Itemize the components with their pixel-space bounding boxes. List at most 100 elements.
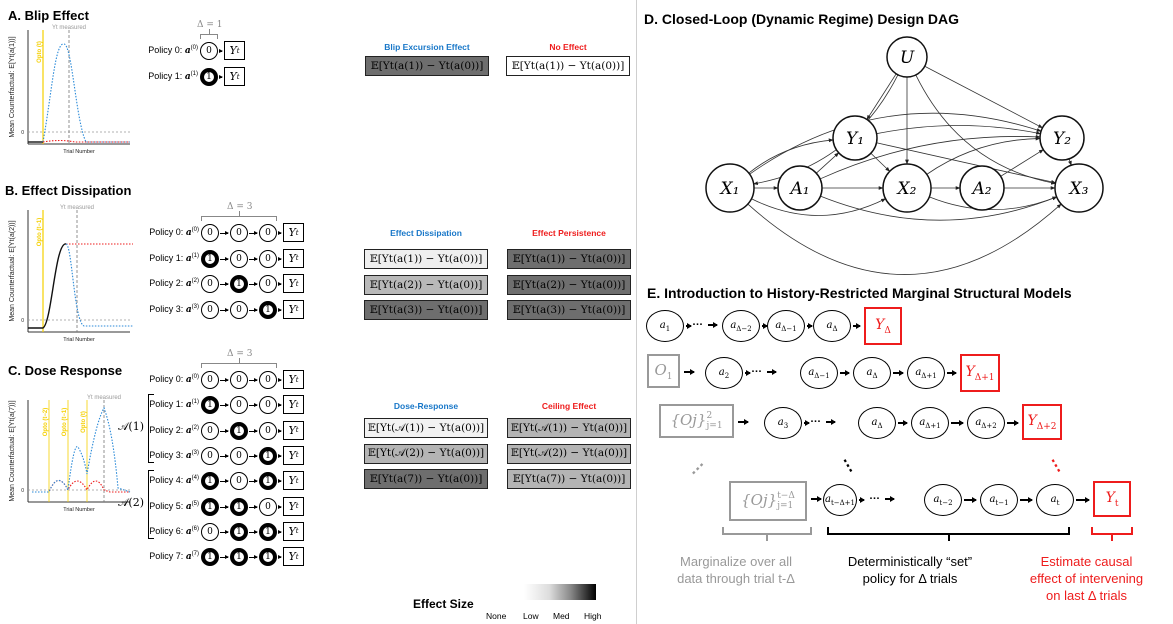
policy-label: Policy 0: a(0) (149, 227, 199, 238)
edge-Y1-X2 (870, 152, 891, 172)
arrow (278, 504, 282, 509)
arrow (249, 231, 258, 235)
policy-name: Policy 3: (149, 303, 186, 314)
effect-heading-c: Ceiling Effect (541, 401, 597, 411)
outcome-subscript: t (295, 476, 299, 485)
edge-A1-Y2 (819, 134, 1041, 180)
policy-symbol: a (185, 279, 192, 289)
policy-superscript: (2) (191, 278, 199, 284)
arrow (220, 231, 229, 235)
outcome-subscript: t (295, 228, 299, 237)
arrow (964, 497, 977, 502)
legend-tick-low: Low (523, 611, 539, 621)
arrow (249, 479, 258, 484)
math-label: a1 (659, 319, 671, 333)
delta-label-a: Δ = 1 (197, 20, 223, 30)
edge-A2-Y2 (1000, 149, 1044, 177)
treatment-node: 0 (259, 275, 277, 293)
math-label: YΔ+2 (1027, 412, 1057, 432)
arrow (278, 231, 282, 235)
treatment-node: 0 (259, 421, 277, 440)
caption-line: data through trial t-Δ (677, 571, 795, 586)
treatment-node: 0 (259, 396, 277, 415)
arrow (220, 307, 229, 312)
zero-tick: 0 (21, 318, 24, 324)
action-node: at−Δ+1 (823, 484, 857, 516)
vertical-ellipsis-left: ⋮ (685, 457, 708, 480)
arrow (807, 323, 813, 328)
red-curve (42, 139, 130, 143)
opto-label: Opto (t−2) (43, 408, 49, 437)
arrow (278, 529, 282, 534)
arrow (249, 428, 258, 433)
treatment-node: 1 (230, 522, 248, 541)
arrow (278, 282, 282, 286)
arrow (249, 529, 258, 534)
arrow (278, 453, 282, 458)
edge-X1-X3 (747, 203, 1062, 275)
edge-A1-X3 (820, 195, 1058, 221)
outcome-subscript: t (295, 451, 299, 460)
caption-line: effect of intervening (1029, 571, 1144, 586)
edge-Y2-X3 (1068, 158, 1072, 166)
panel-divider (636, 0, 637, 624)
policy-name: Policy 0: (148, 45, 185, 55)
arrow (220, 479, 229, 484)
outcome-subscript: t (295, 305, 299, 313)
math-label: aΔ+2 (975, 416, 997, 430)
panel-b-plot: Mean Counterfactual: E[Yt(a(2))]Trial Nu… (9, 205, 133, 343)
policy-symbol: a (185, 400, 192, 411)
delta-brace-b (201, 211, 277, 221)
panel-c-title: C. Dose Response (8, 363, 123, 378)
vertical-ellipsis-right: ⋮ (1044, 455, 1066, 478)
policy-label: Policy 4: a(4) (149, 475, 199, 486)
edge-A1-Y1 (816, 152, 840, 174)
measured-label: Yt measured (52, 25, 86, 31)
arrow (220, 453, 229, 458)
arrow (1007, 420, 1019, 425)
dag-label-U: U (900, 48, 915, 68)
legend-gradient-bar (524, 584, 596, 600)
measured-label: Yt measured (60, 205, 94, 211)
effect-box-b: 𝔼[Yt(a(1)) − Yt(a(0))] (507, 249, 631, 269)
arrow (278, 403, 282, 408)
ellipsis: … (810, 413, 821, 425)
legend-tick-high: High (584, 611, 602, 621)
arrow (684, 369, 695, 374)
outcome-box: YΔ+2 (1022, 404, 1062, 440)
opto-label: Opto (t) (81, 411, 87, 433)
policy-name: Policy 1: (148, 71, 185, 81)
math-label: aΔ+1 (919, 416, 941, 430)
math-label: aΔ−1 (775, 319, 797, 333)
blue-curve (32, 406, 131, 493)
treatment-node: 0 (259, 497, 277, 516)
action-node: aΔ−1 (800, 357, 838, 389)
policy-label: Policy 3: a(3) (149, 450, 199, 461)
arrow (249, 378, 258, 382)
set-bracket (148, 394, 154, 463)
treatment-node: 0 (230, 249, 248, 268)
math-label: aΔ+1 (915, 366, 937, 380)
effect-heading-b: Effect Dissipation (390, 228, 462, 238)
ellipsis: … (869, 490, 880, 502)
outcome-subscript: t (295, 279, 299, 288)
treatment-node: 0 (201, 224, 219, 242)
black-curve (28, 243, 67, 329)
edge-Y1-X3 (876, 142, 1057, 184)
effect-box-b: 𝔼[Yt(a(2)) − Yt(a(0))] (364, 274, 488, 295)
action-node: aΔ+2 (967, 407, 1005, 439)
dag-node-A1 (777, 165, 823, 211)
treatment-node: 0 (230, 472, 248, 491)
policy-symbol: a (184, 46, 191, 56)
policy-superscript: (4) (191, 475, 199, 482)
panel-d-title: D. Closed-Loop (Dynamic Regime) Design D… (644, 11, 960, 27)
effect-box-b: 𝔼[Yt(a(3)) − Yt(a(0))] (507, 300, 631, 320)
policy-superscript: (2) (191, 424, 199, 431)
policy-symbol: a (185, 501, 192, 512)
arrow (804, 420, 810, 425)
legend-tick-med: Med (553, 611, 570, 621)
delta-label-b: Δ = 3 (227, 202, 253, 212)
